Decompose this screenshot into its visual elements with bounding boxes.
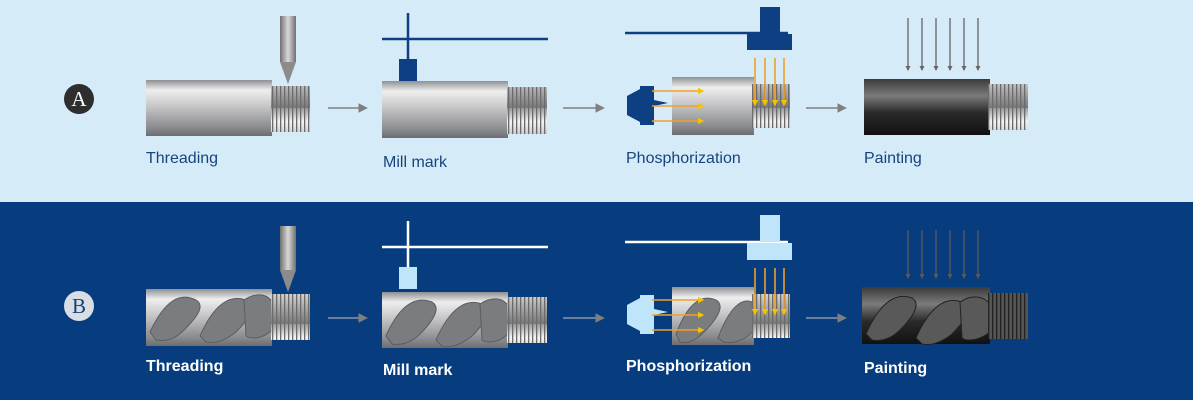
step-label-painting: Painting xyxy=(864,150,922,167)
process-arrows-a xyxy=(652,58,788,125)
paint-arrows-icon xyxy=(905,18,981,72)
step-label-threading: Threading xyxy=(146,150,219,167)
phosphorization-nozzle-icon xyxy=(625,215,792,334)
threading-tool-icon xyxy=(280,226,296,292)
step-label-mill-mark: Mill mark xyxy=(383,154,447,171)
process-arrows-b xyxy=(652,268,788,334)
painting-step-b xyxy=(862,230,1028,345)
row-a-graphics xyxy=(146,7,1028,138)
phosphorization-step-a xyxy=(625,7,792,135)
row-b-badge: B xyxy=(64,291,94,321)
threading-step-a xyxy=(146,16,310,136)
step-label-painting: Painting xyxy=(864,360,928,377)
step-label-phosphorization: Phosphorization xyxy=(626,358,752,375)
step-label-phosphorization: Phosphorization xyxy=(626,150,741,167)
phosphorization-step-b xyxy=(625,215,792,345)
threading-tool-icon xyxy=(280,16,296,84)
phosphorization-nozzle-icon xyxy=(625,7,792,125)
mill-mark-step-b xyxy=(382,221,548,348)
painting-step-a xyxy=(864,18,1028,135)
step-label-mill-mark: Mill mark xyxy=(383,362,453,379)
mill-mark-step-a xyxy=(382,13,548,138)
step-label-threading: Threading xyxy=(146,358,224,375)
mill-mark-stamp-icon xyxy=(382,13,548,81)
mill-mark-stamp-icon xyxy=(382,221,548,289)
row-a-badge: A xyxy=(64,84,94,114)
row-b-graphics xyxy=(146,215,1028,348)
threading-step-b xyxy=(146,226,310,346)
paint-arrows-icon xyxy=(905,230,981,280)
